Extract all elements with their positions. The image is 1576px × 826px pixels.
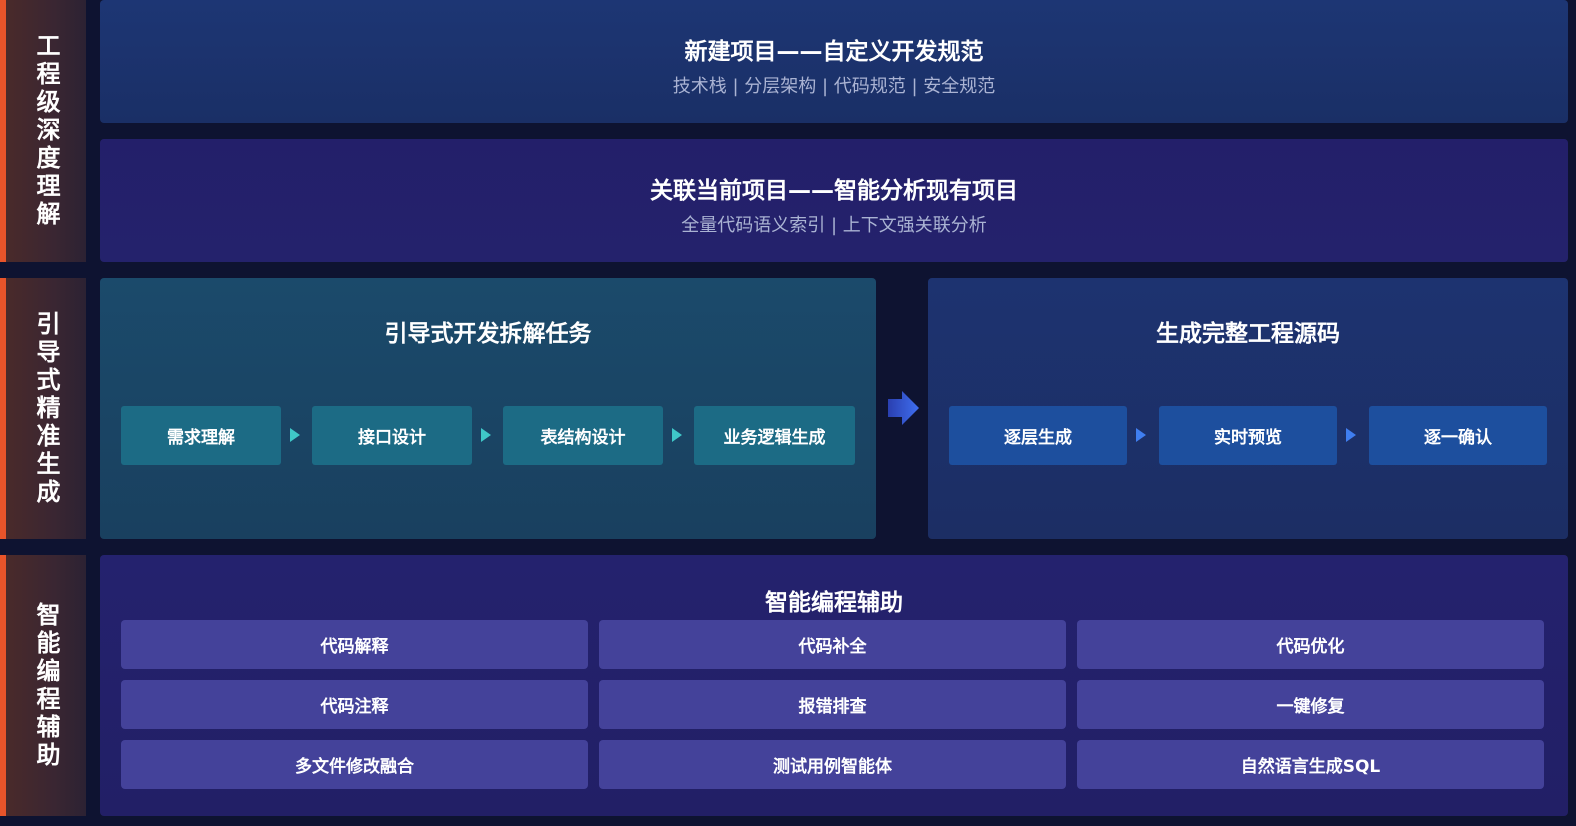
side-label-engineering-text: 工程级深度理解 bbox=[32, 33, 60, 229]
feature-code-explain: 代码解释 bbox=[121, 620, 588, 669]
arrow-right-icon bbox=[481, 428, 491, 442]
new-project-subtitle: 技术栈 | 分层架构 | 代码规范 | 安全规范 bbox=[672, 76, 996, 97]
panel-link-project: 关联当前项目——智能分析现有项目 全量代码语义索引 | 上下文强关联分析 bbox=[100, 139, 1568, 262]
step-layered-generation: 逐层生成 bbox=[949, 406, 1127, 465]
step-live-preview: 实时预览 bbox=[1159, 406, 1337, 465]
new-project-title: 新建项目——自定义开发规范 bbox=[684, 39, 984, 65]
link-project-subtitle: 全量代码语义索引 | 上下文强关联分析 bbox=[681, 215, 987, 236]
feature-multi-file-merge: 多文件修改融合 bbox=[121, 740, 588, 789]
arrow-right-icon bbox=[1136, 428, 1146, 442]
assist-title: 智能编程辅助 bbox=[765, 590, 903, 616]
feature-error-diagnose: 报错排查 bbox=[599, 680, 1066, 729]
feature-code-comment: 代码注释 bbox=[121, 680, 588, 729]
step-table-design: 表结构设计 bbox=[503, 406, 663, 465]
side-label-engineering: 工程级深度理解 bbox=[0, 0, 86, 262]
link-project-title: 关联当前项目——智能分析现有项目 bbox=[650, 178, 1018, 204]
feature-code-complete: 代码补全 bbox=[599, 620, 1066, 669]
generate-source-title: 生成完整工程源码 bbox=[1156, 321, 1340, 347]
panel-assist: 智能编程辅助 代码解释 代码补全 代码优化 代码注释 报错排查 一键修复 多文件… bbox=[100, 555, 1568, 816]
feature-code-optimize: 代码优化 bbox=[1077, 620, 1544, 669]
side-label-guided: 引导式精准生成 bbox=[0, 278, 86, 539]
arrow-right-icon bbox=[672, 428, 682, 442]
step-confirm-each: 逐一确认 bbox=[1369, 406, 1547, 465]
step-business-logic: 业务逻辑生成 bbox=[694, 406, 855, 465]
side-label-assist: 智能编程辅助 bbox=[0, 555, 86, 816]
big-arrow-right-icon bbox=[888, 391, 919, 425]
feature-nl-to-sql: 自然语言生成SQL bbox=[1077, 740, 1544, 789]
feature-one-click-fix: 一键修复 bbox=[1077, 680, 1544, 729]
arrow-right-icon bbox=[1346, 428, 1356, 442]
side-label-guided-text: 引导式精准生成 bbox=[32, 310, 60, 507]
guided-tasks-title: 引导式开发拆解任务 bbox=[384, 321, 592, 347]
feature-test-case-agent: 测试用例智能体 bbox=[599, 740, 1066, 789]
step-interface: 接口设计 bbox=[312, 406, 472, 465]
panel-generate-source: 生成完整工程源码 逐层生成 实时预览 逐一确认 bbox=[928, 278, 1568, 539]
panel-new-project: 新建项目——自定义开发规范 技术栈 | 分层架构 | 代码规范 | 安全规范 bbox=[100, 0, 1568, 123]
arrow-right-icon bbox=[290, 428, 300, 442]
step-requirement: 需求理解 bbox=[121, 406, 281, 465]
panel-guided-tasks: 引导式开发拆解任务 需求理解 接口设计 表结构设计 业务逻辑生成 bbox=[100, 278, 876, 539]
side-label-assist-text: 智能编程辅助 bbox=[32, 601, 60, 770]
